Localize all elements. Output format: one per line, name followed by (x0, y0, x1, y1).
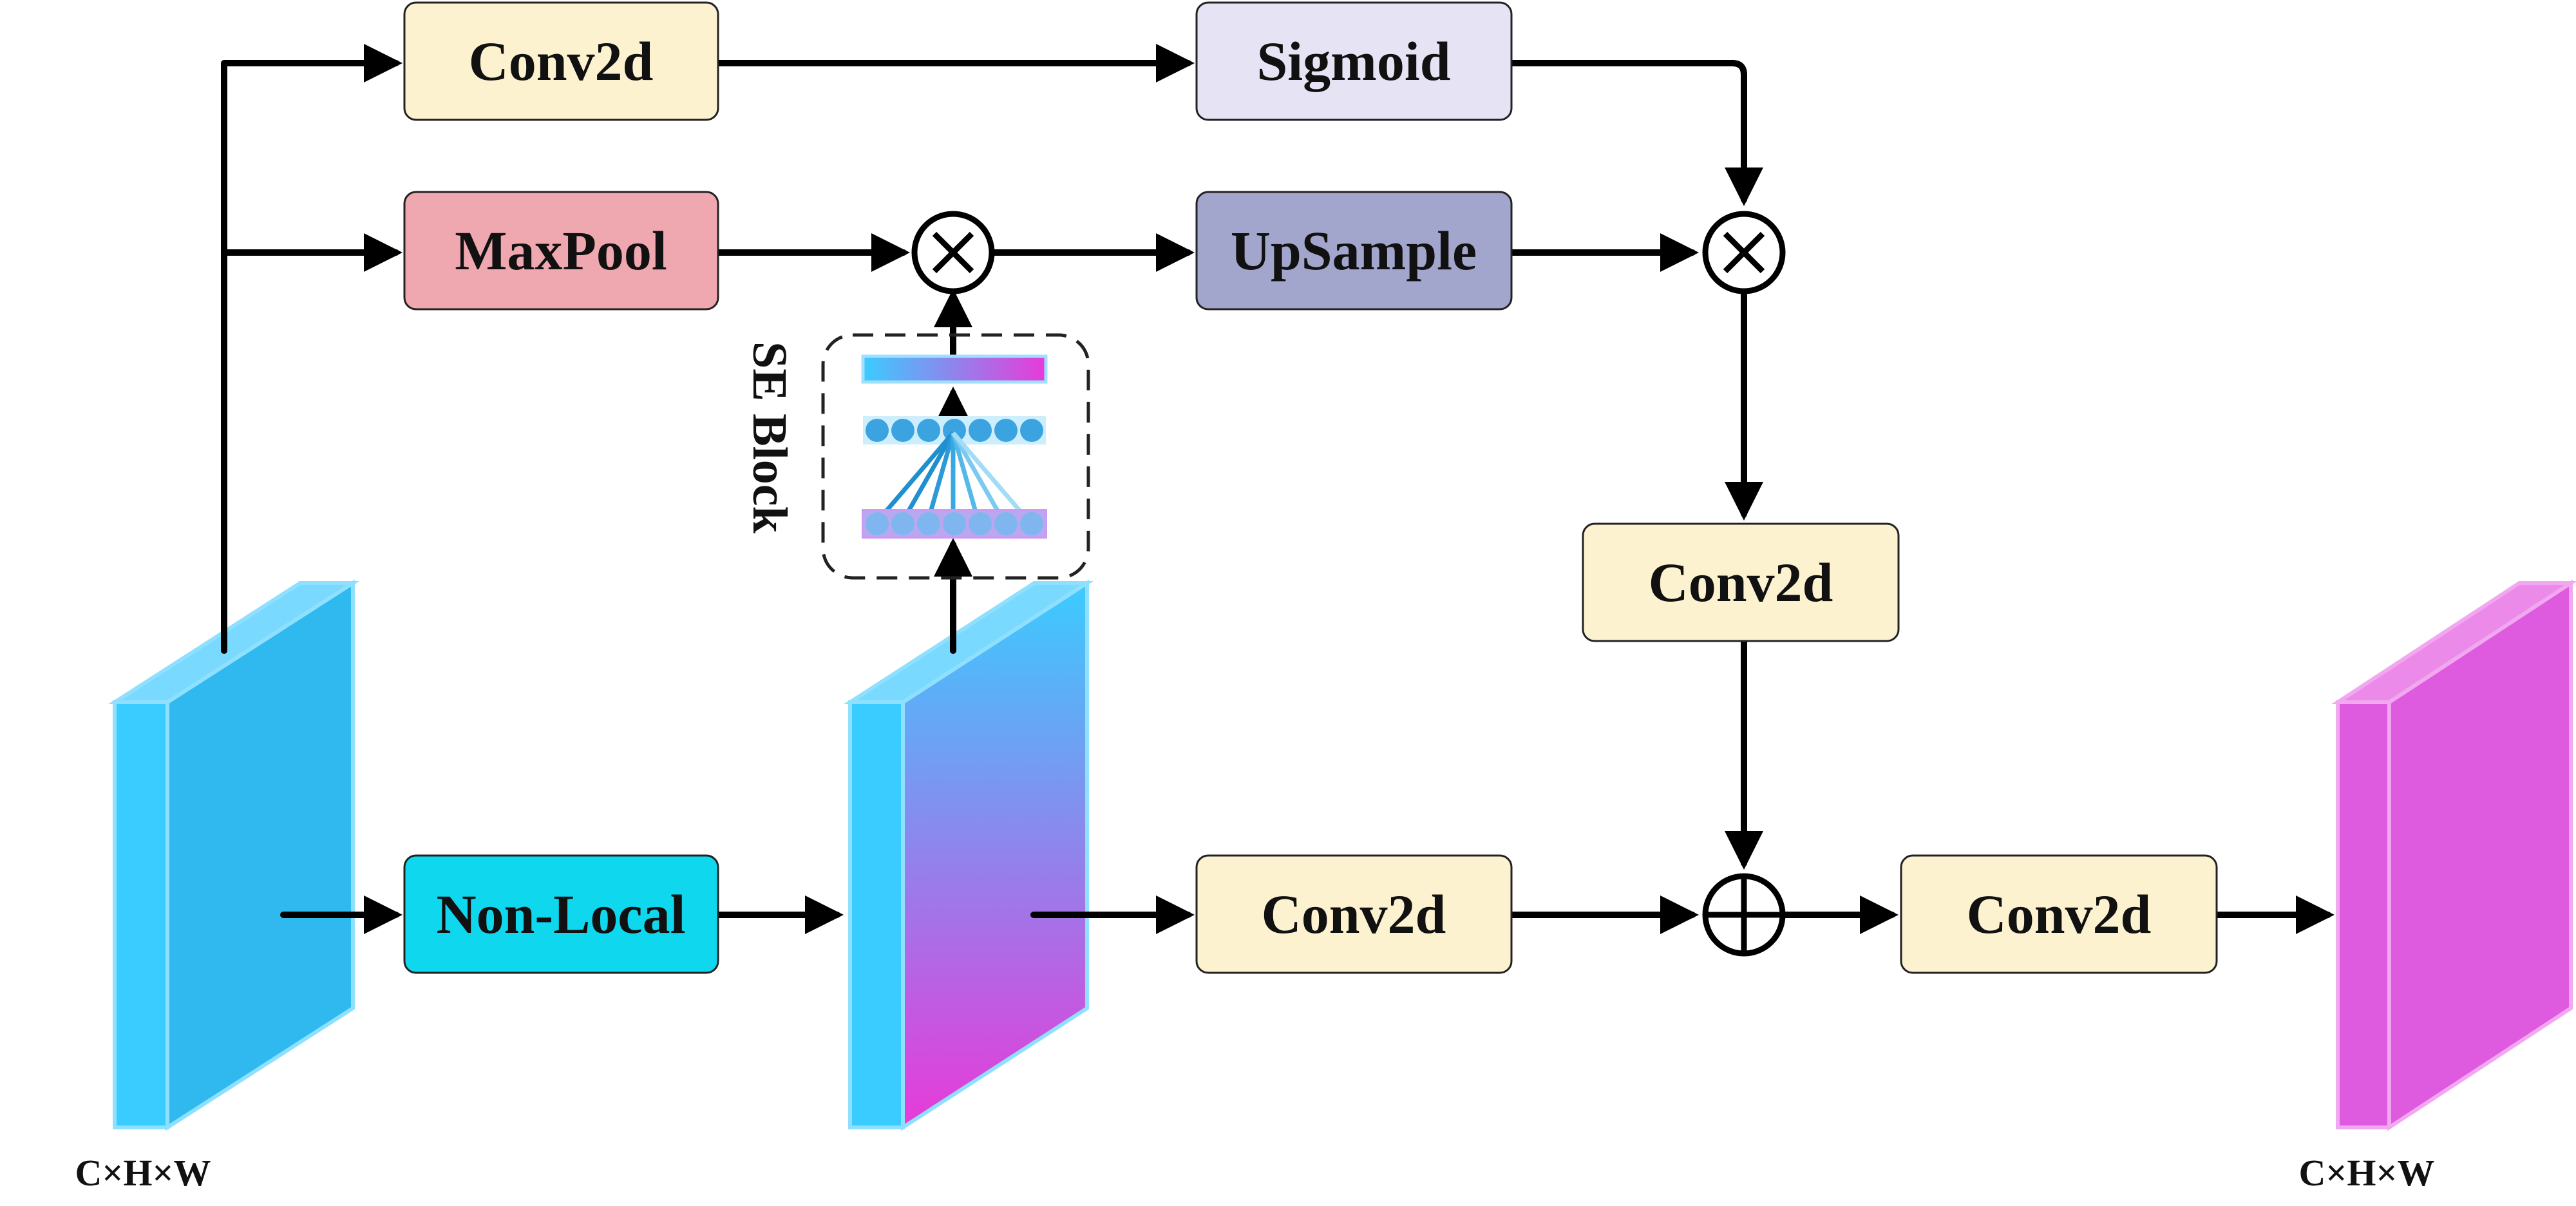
se-excitation-bar (861, 354, 1048, 384)
conv2d-right-label: Conv2d (1649, 551, 1833, 613)
se-fc-connections (874, 431, 1032, 525)
upsample-block: UpSample (1195, 191, 1513, 311)
multiply-operator-se (911, 211, 995, 294)
sigmoid-block: Sigmoid (1195, 1, 1513, 121)
maxpool-label: MaxPool (455, 220, 667, 282)
add-operator (1702, 873, 1786, 957)
conv2d-out-block: Conv2d (1900, 854, 2218, 974)
se-block-label: SE Block (743, 341, 797, 533)
output-dims-label: C×H×W (2298, 1152, 2434, 1194)
se-block (821, 333, 1090, 580)
conv2d-out-label: Conv2d (1967, 883, 2152, 945)
non-local-block: Non-Local (403, 854, 719, 974)
upsample-label: UpSample (1231, 220, 1477, 282)
non-local-label: Non-Local (437, 883, 686, 945)
conv2d-top-label: Conv2d (469, 30, 654, 92)
se-squeeze-nodes (862, 509, 1047, 539)
sigmoid-label: Sigmoid (1256, 30, 1450, 92)
conv2d-top-block: Conv2d (403, 1, 719, 121)
conv2d-mid-block: Conv2d (1195, 854, 1513, 974)
intermediate-tensor (843, 579, 1094, 1131)
input-tensor (108, 579, 360, 1131)
connections (221, 44, 2334, 934)
multiply-operator-right (1702, 211, 1786, 294)
maxpool-block: MaxPool (403, 191, 719, 311)
conv2d-mid-label: Conv2d (1262, 883, 1446, 945)
output-tensor (2331, 579, 2576, 1131)
input-dims-label: C×H×W (75, 1152, 211, 1194)
conv2d-right-block: Conv2d (1582, 522, 1900, 642)
